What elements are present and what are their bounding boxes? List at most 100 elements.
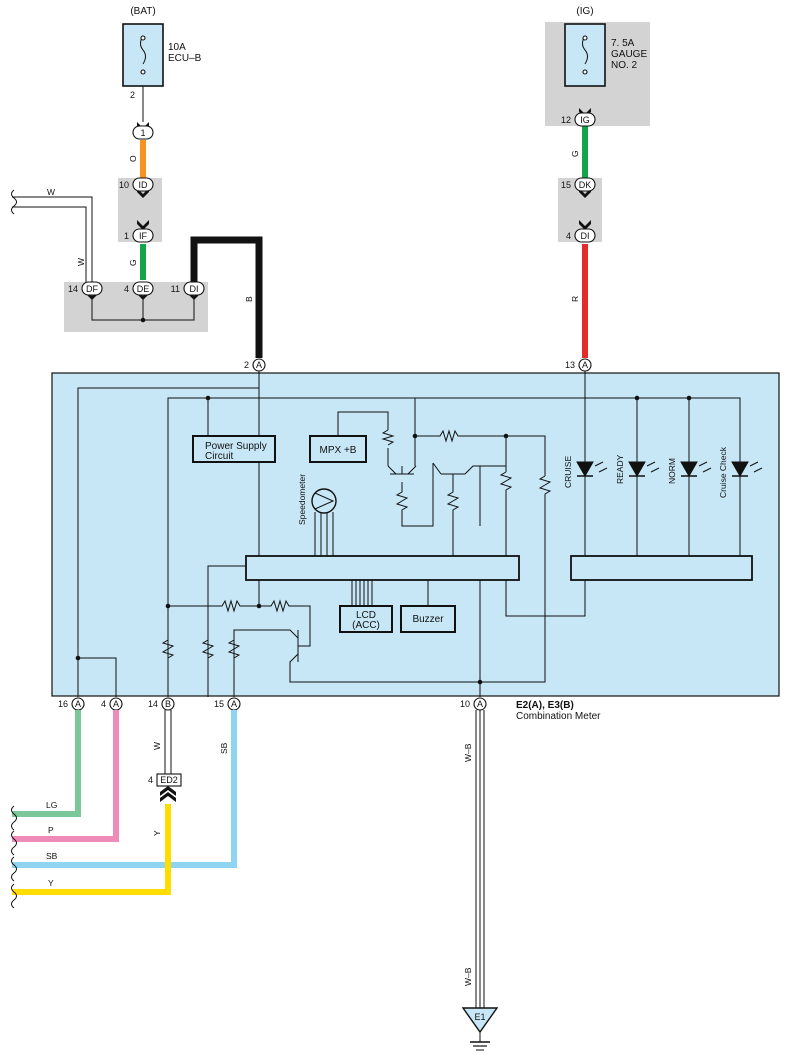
ig-fuse-name-2: NO. 2 — [611, 60, 638, 71]
connector-df: DF 14 — [68, 281, 103, 296]
meter-pin-2a: A 2 — [244, 358, 266, 372]
wire-label-sb-out: SB — [46, 851, 58, 861]
speedometer-gauge: Speedometer — [297, 474, 337, 525]
wire-label-w-left: W — [76, 258, 86, 266]
svg-text:16: 16 — [58, 699, 68, 709]
svg-text:A: A — [477, 699, 483, 709]
svg-text:A: A — [582, 360, 588, 370]
meter-pin-13a: A 13 — [565, 358, 592, 372]
svg-text:10: 10 — [460, 699, 470, 709]
fuse-ecu-b — [122, 23, 164, 87]
svg-text:CRUISE: CRUISE — [563, 456, 573, 488]
wire-label-g2: G — [570, 150, 580, 157]
svg-text:ED2: ED2 — [160, 775, 178, 785]
wire-label-y: Y — [152, 830, 162, 836]
svg-text:14: 14 — [148, 699, 158, 709]
mpx-plus-b: MPX +B — [309, 435, 367, 463]
connector-ig: IG 12 — [561, 112, 596, 127]
svg-text:IG: IG — [580, 115, 590, 125]
meter-pin-15a: A 15 — [214, 697, 241, 711]
svg-text:LCD: LCD — [356, 610, 376, 621]
svg-text:14: 14 — [68, 284, 78, 294]
svg-text:10: 10 — [119, 180, 129, 190]
svg-text:DK: DK — [579, 180, 592, 190]
svg-text:12: 12 — [561, 115, 571, 125]
svg-text:(ACC): (ACC) — [352, 620, 380, 631]
wire-label-o: O — [128, 155, 138, 162]
svg-text:Power Supply: Power Supply — [205, 441, 267, 452]
svg-text:A: A — [231, 699, 237, 709]
wire-label-sb: SB — [219, 742, 229, 754]
ground-e1: E1 — [461, 1007, 499, 1051]
svg-text:4: 4 — [148, 775, 153, 785]
svg-text:DE: DE — [137, 284, 150, 294]
svg-text:E1: E1 — [474, 1012, 485, 1022]
led-norm: NORM — [667, 458, 712, 484]
meter-internal-wiring — [75, 371, 741, 697]
connector-if: IF 1 — [124, 228, 154, 243]
svg-text:DI: DI — [190, 284, 199, 294]
ig-fuse-name-1: GAUGE — [611, 49, 647, 60]
svg-text:NORM: NORM — [667, 458, 677, 484]
led-ready: READY — [615, 454, 660, 484]
wire-black-b — [190, 236, 263, 358]
svg-text:11: 11 — [171, 284, 180, 294]
svg-text:Cruise Check: Cruise Check — [718, 446, 728, 498]
wire-label-r: R — [570, 296, 580, 302]
meter-pin-16a: A 16 — [58, 697, 85, 711]
meter-pin-4a: A 4 — [101, 697, 123, 711]
meter-connector-name: E2(A), E3(B) — [516, 700, 574, 711]
connector-id: ID 10 — [119, 177, 154, 192]
ig-label: (IG) — [576, 6, 593, 17]
svg-text:15: 15 — [561, 180, 571, 190]
svg-text:13: 13 — [565, 360, 575, 370]
wire-break-marks — [11, 189, 17, 909]
wire-label-wb-2: W–B — [463, 967, 473, 986]
bat-fuse-rating: 10A — [168, 42, 186, 53]
wire-pink — [12, 710, 119, 842]
svg-text:DI: DI — [581, 231, 590, 241]
svg-text:Buzzer: Buzzer — [412, 614, 444, 625]
connector-di-right: DI 4 — [566, 228, 596, 243]
power-supply-circuit: Power Supply Circuit — [192, 435, 276, 463]
wire-label-y-out: Y — [48, 878, 54, 888]
ig-fuse-rating: 7. 5A — [611, 38, 635, 49]
wire-sb — [12, 710, 237, 868]
svg-text:IF: IF — [139, 231, 148, 241]
wire-lg — [12, 710, 81, 817]
wire-label-b: B — [244, 296, 254, 302]
svg-text:A: A — [113, 699, 119, 709]
lcd-acc: LCD (ACC) — [339, 605, 393, 633]
svg-text:4: 4 — [566, 231, 571, 241]
connector-dk: DK 15 — [561, 177, 596, 192]
svg-text:MPX +B: MPX +B — [320, 445, 357, 456]
wire-label-wb-1: W–B — [463, 743, 473, 762]
bat-fuse-pin: 2 — [130, 90, 135, 100]
led-cruise-check: Cruise Check — [718, 446, 763, 498]
svg-text:1: 1 — [124, 231, 129, 241]
svg-text:B: B — [165, 699, 171, 709]
svg-text:ID: ID — [139, 180, 149, 190]
svg-text:Speedometer: Speedometer — [297, 474, 307, 525]
svg-text:15: 15 — [214, 699, 224, 709]
connector-de: DE 4 — [124, 281, 154, 296]
svg-text:A: A — [256, 360, 262, 370]
wire-label-g1: G — [128, 259, 138, 266]
wire-label-w-pin: W — [152, 742, 162, 750]
bat-label: (BAT) — [130, 6, 155, 17]
connector-di-left: DI 11 — [171, 281, 205, 296]
svg-text:Circuit: Circuit — [205, 451, 234, 462]
wire-label-lg-out: LG — [46, 800, 57, 810]
svg-text:4: 4 — [124, 284, 129, 294]
bat-fuse-name: ECU–B — [168, 53, 202, 64]
svg-text:READY: READY — [615, 454, 625, 484]
svg-text:4: 4 — [101, 699, 106, 709]
meter-pin-10a: A 10 — [460, 697, 487, 711]
buzzer: Buzzer — [400, 605, 456, 633]
wire-label-p-out: P — [48, 825, 54, 835]
connector-1: 1 — [132, 125, 154, 140]
led-cruise: CRUISE — [563, 456, 608, 488]
meter-component-name: Combination Meter — [516, 711, 601, 722]
indicator-driver-block — [570, 555, 753, 581]
